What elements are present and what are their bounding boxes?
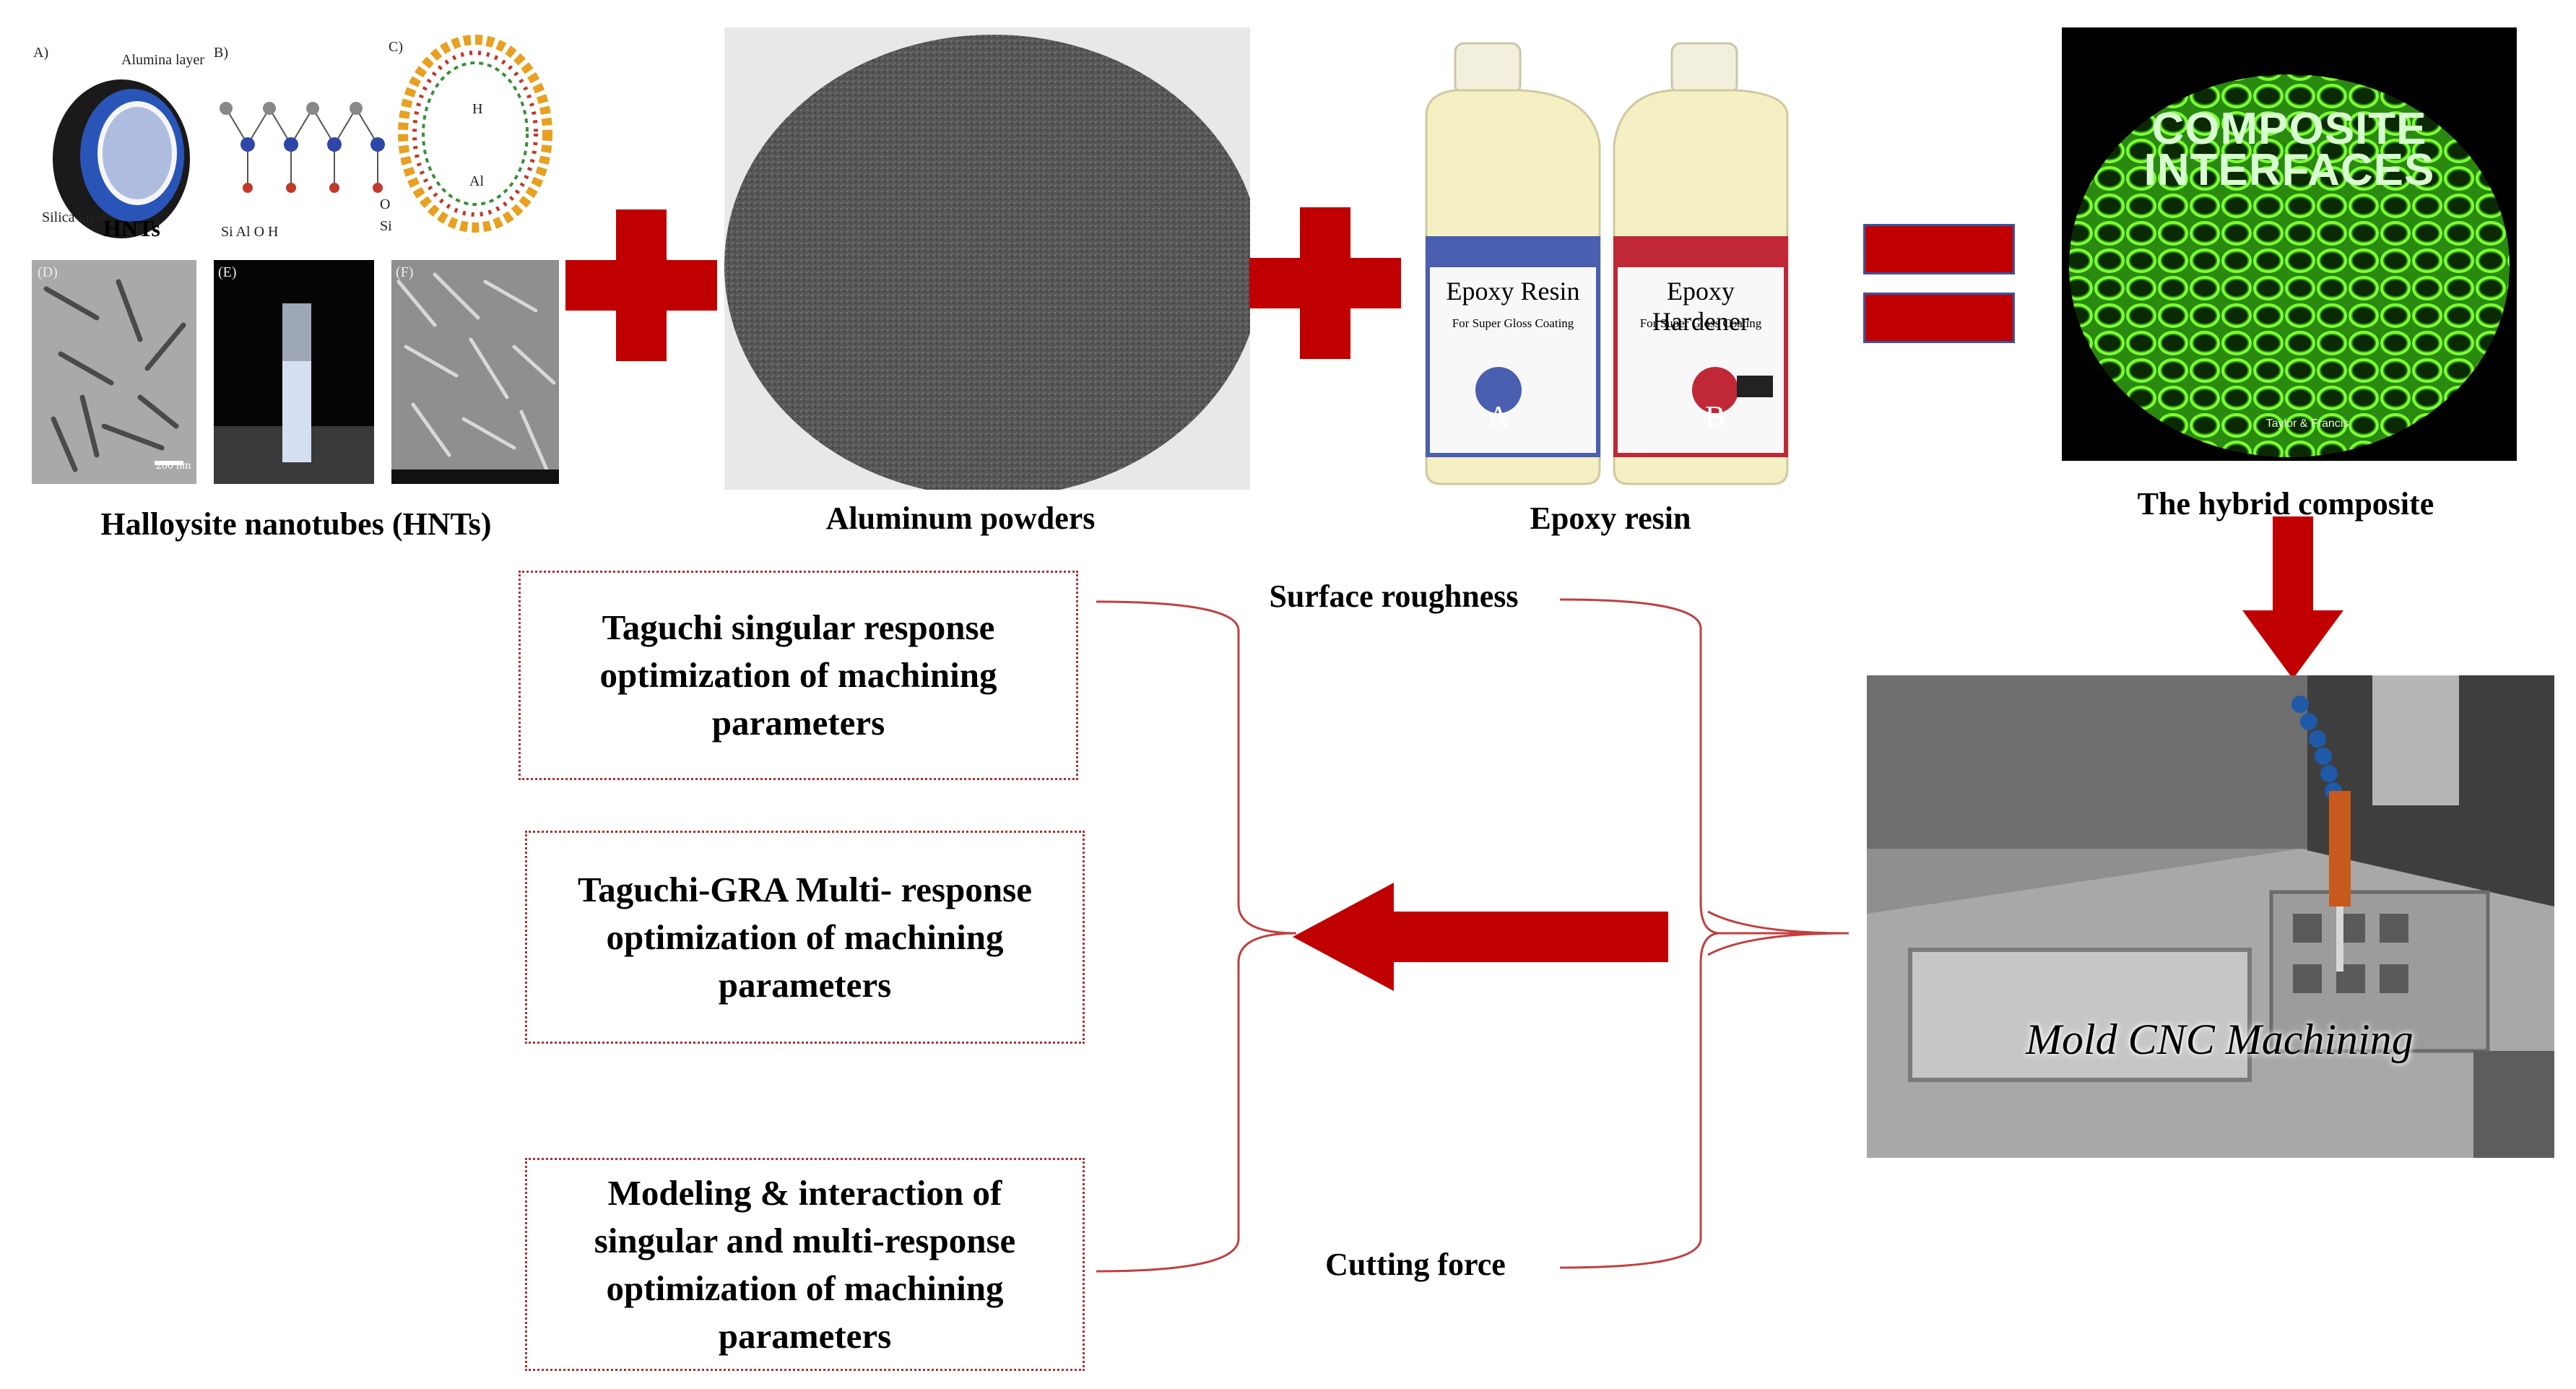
outcome-text: Taguchi singular response optimization o… <box>599 607 997 743</box>
nanotube-cross-section-diagram <box>398 35 552 233</box>
panel-a-letter: A) <box>33 45 49 61</box>
cnc-machining-photo: Mold CNC Machining <box>1867 675 2554 1158</box>
hnt-figure: A) Alumina layer Silica layer HNTs B) Si… <box>27 29 562 491</box>
alumina-layer-label: Alumina layer <box>121 52 204 68</box>
outcome-box-taguchi-singular: Taguchi singular response optimization o… <box>519 571 1078 780</box>
aluminum-powder-photo <box>724 27 1250 490</box>
panel-c-si-label: Si <box>380 218 392 234</box>
epoxy-label: Epoxy resin <box>1530 501 1691 536</box>
panel-c-letter: C) <box>389 39 403 55</box>
panel-d-letter: (D) <box>38 264 58 280</box>
bottle-b-name: Epoxy Hardener <box>1652 277 1749 336</box>
panel-b-letter: B) <box>214 45 228 61</box>
bottle-b-sub: For Super Gloss Coating <box>1639 316 1762 330</box>
outcome-text: Taguchi-GRA Multi- response optimization… <box>578 869 1032 1005</box>
outcome-box-modeling: Modeling & interaction of singular and m… <box>525 1158 1085 1371</box>
bottle-a-name: Epoxy Resin <box>1446 277 1580 306</box>
cuvette-photo <box>214 260 374 484</box>
scale-bar-label: 200 nm <box>156 459 191 472</box>
bottle-a-letter: A <box>1487 401 1510 434</box>
bottle-a-sub: For Super Gloss Coating <box>1452 316 1574 330</box>
lattice-structure-diagram <box>220 102 385 193</box>
panel-c-inner-label: H <box>472 101 483 117</box>
sem-micrograph-f <box>391 260 559 484</box>
journal-cover-image: COMPOSITE INTERFACES Taylor & Francis <box>2062 27 2517 461</box>
surface-roughness-label: Surface roughness <box>1269 579 1519 614</box>
left-arrow-icon <box>1293 883 1668 991</box>
cutting-force-label: Cutting force <box>1325 1247 1506 1282</box>
panel-c-al-label: Al <box>469 173 484 189</box>
panel-f-letter: (F) <box>396 264 414 280</box>
journal-publisher: Taylor & Francis <box>2265 417 2349 430</box>
down-arrow-icon <box>2242 516 2343 679</box>
panel-c-o-label: O <box>380 196 391 212</box>
outcome-box-taguchi-gra: Taguchi-GRA Multi- response optimization… <box>525 831 1085 1044</box>
journal-title-line2: INTERFACES <box>2143 145 2435 195</box>
sem-micrograph-d <box>32 260 196 484</box>
lattice-legend: Si Al O H <box>221 224 279 240</box>
composite-label: The hybrid composite <box>2137 486 2434 522</box>
bottle-b-letter: B <box>1704 401 1725 434</box>
hnt-label: Halloysite nanotubes (HNTs) <box>100 506 492 542</box>
cnc-overlay-label: Mold CNC Machining <box>2026 1016 2414 1063</box>
journal-title-line1: COMPOSITE <box>2151 104 2427 154</box>
silica-layer-label: Silica layer <box>42 209 108 225</box>
hnts-caption: HNTs <box>103 215 160 241</box>
panel-e-letter: (E) <box>218 264 237 280</box>
epoxy-bottles-photo: Epoxy Resin For Super Gloss Coating A Ep… <box>1397 29 1816 491</box>
outcome-text: Modeling & interaction of singular and m… <box>594 1172 1016 1356</box>
aluminum-label: Aluminum powders <box>825 501 1096 536</box>
halloysite-tube-diagram <box>53 79 190 238</box>
